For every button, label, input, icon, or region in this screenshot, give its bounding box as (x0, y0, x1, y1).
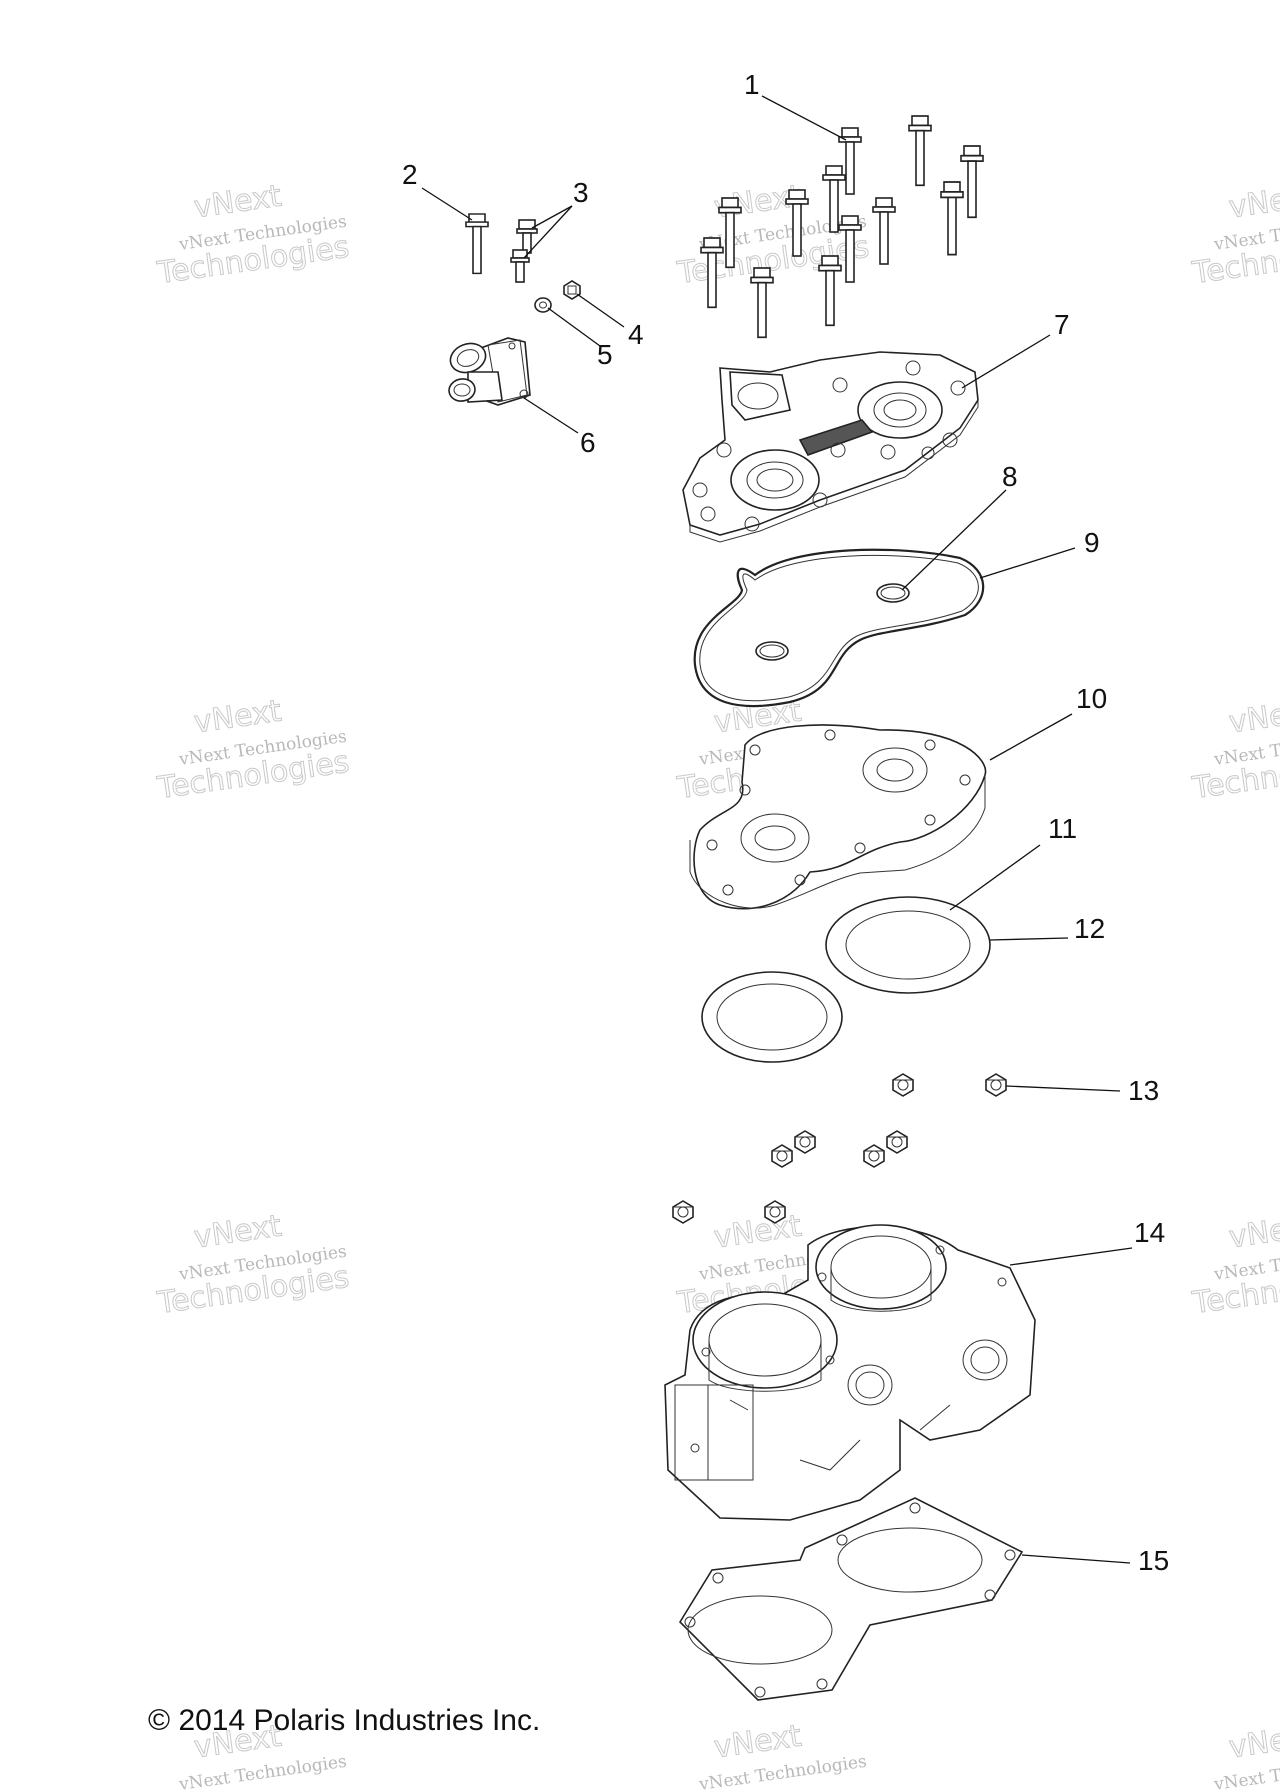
watermark-mid-left: vNext vNext Technologies Technologies (154, 693, 352, 807)
watermark-top-left: vNext vNext Technologies Technologies (154, 178, 352, 292)
callout-14: 14 (1134, 1217, 1165, 1248)
watermark-mid-right: vNext vNext Technologies Technologies (1189, 693, 1280, 807)
svg-text:vNext: vNext (192, 1209, 284, 1256)
watermark-bottom-center: vNext vNext Technologies (697, 1718, 868, 1792)
short-bolts (510, 219, 538, 283)
cylinder-head (689, 724, 987, 910)
callout-1: 1 (744, 69, 760, 100)
watermarks: vNext vNext Technologies Technologies vN… (154, 178, 1280, 1792)
o-rings (755, 583, 910, 661)
callout-8: 8 (1002, 461, 1018, 492)
base-gasket (678, 1497, 1024, 1701)
cylinder-head-cover (682, 351, 979, 543)
cylinder-block (664, 1224, 1036, 1521)
outlet-bolt (465, 213, 489, 275)
round-gaskets (701, 896, 991, 1063)
head-gasket (693, 548, 985, 708)
callout-6: 6 (580, 427, 596, 458)
svg-text:vNext: vNext (1227, 1719, 1280, 1766)
svg-text:vNext: vNext (1227, 694, 1280, 741)
watermark-top-right: vNext vNext Technologies Technologies (1189, 178, 1280, 292)
bleed-screw (563, 280, 581, 300)
callout-10: 10 (1076, 683, 1107, 714)
head-bolts (700, 115, 984, 339)
callout-5: 5 (597, 339, 613, 370)
callout-7: 7 (1054, 309, 1070, 340)
callout-12: 12 (1074, 913, 1105, 944)
leader-lines (421, 95, 1133, 1564)
sealing-washer (534, 297, 552, 313)
callout-2: 2 (402, 159, 418, 190)
watermark-bottom-right: vNext vNext Technologies (1212, 1718, 1280, 1792)
svg-text:vNext: vNext (712, 1209, 804, 1256)
svg-text:vNext: vNext (1227, 179, 1280, 226)
svg-text:vNext: vNext (192, 694, 284, 741)
svg-text:vNext: vNext (1227, 1209, 1280, 1256)
callout-4: 4 (628, 319, 644, 350)
svg-text:vNext: vNext (192, 179, 284, 226)
callout-labels: 1 2 3 4 5 6 7 8 9 10 11 12 13 14 15 (402, 69, 1169, 1576)
copyright-notice: © 2014 Polaris Industries Inc. (148, 1704, 541, 1737)
watermark-low-left: vNext vNext Technologies Technologies (154, 1208, 352, 1322)
callout-3: 3 (573, 177, 589, 208)
callout-15: 15 (1138, 1545, 1169, 1576)
svg-text:vNext: vNext (712, 1719, 804, 1766)
water-outlet (448, 337, 531, 406)
cylinder-nuts (672, 1073, 1007, 1224)
watermark-low-right: vNext vNext Technologies Technologies (1189, 1208, 1280, 1322)
callout-9: 9 (1084, 527, 1100, 558)
callout-13: 13 (1128, 1075, 1159, 1106)
callout-11: 11 (1048, 813, 1077, 844)
